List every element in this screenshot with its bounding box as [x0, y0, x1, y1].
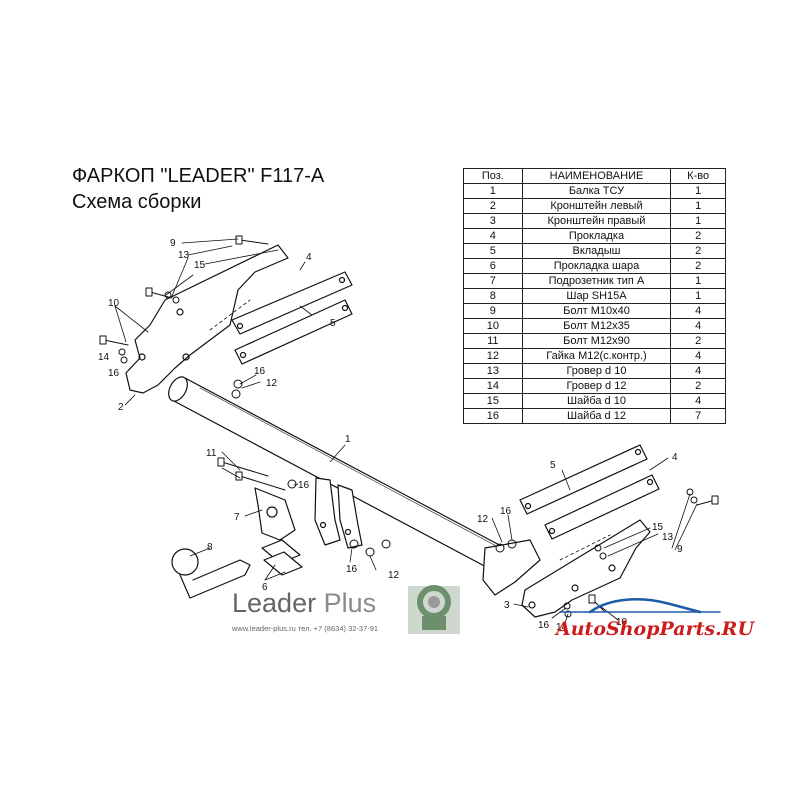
callout-16-socket: 16 [298, 480, 310, 491]
callout-13-right: 13 [662, 532, 674, 543]
leader-plus-logo-icon [408, 585, 460, 634]
cell-name: Кронштейн правый [521, 213, 672, 229]
callout-16-left: 16 [108, 368, 120, 379]
callout-12-right: 12 [477, 514, 489, 525]
callout-4-left: 4 [306, 252, 312, 263]
callout-16-mid: 16 [254, 366, 266, 377]
callout-6: 6 [262, 582, 268, 593]
cell-name: Болт М12х90 [521, 333, 672, 349]
nuts-washers [118, 291, 698, 618]
callout-16-right-bottom: 16 [538, 620, 550, 631]
callout-10-right: 10 [616, 617, 628, 628]
callout-5-left: 5 [330, 318, 336, 329]
plates-left [231, 271, 353, 365]
callout-14-left: 14 [98, 352, 110, 363]
cell-name: Гайка М12(с.контр.) [521, 348, 672, 364]
bolts [99, 235, 719, 613]
plates-right [519, 444, 660, 540]
brand-name-part2: Plus [323, 588, 377, 618]
callout-14-right: 14 [556, 622, 568, 633]
bracket-right [482, 519, 651, 618]
callout-8: 8 [207, 542, 213, 553]
callout-5-right: 5 [550, 460, 556, 471]
cell-name: Шар SH15A [521, 288, 672, 304]
callout-16-right: 16 [500, 506, 512, 517]
callout-1: 1 [345, 434, 351, 445]
socket-bracket [254, 477, 363, 549]
cell-quantity: 4 [670, 363, 726, 379]
bracket-left [125, 244, 289, 394]
callout-10-left: 10 [108, 298, 120, 309]
diagram-title: ФАРКОП "LEADER" F117-A [72, 165, 325, 187]
callout-15-right: 15 [652, 522, 664, 533]
brand-contact: www.leader-plus.ru тел. +7 (8634) 32-37-… [232, 624, 379, 633]
callout-4-right: 4 [672, 452, 678, 463]
brand-logo-text: Leader Plus [232, 588, 376, 619]
callout-11: 11 [206, 448, 217, 459]
col-header-name: НАИМЕНОВАНИЕ [521, 168, 672, 184]
callout-12-bottom: 12 [388, 570, 400, 581]
car-icon [559, 598, 721, 614]
cell-name: Подрозетник тип А [521, 273, 672, 289]
tow-ball [171, 539, 303, 599]
callout-16-bottom: 16 [346, 564, 358, 575]
cell-name: Шайба d 10 [521, 393, 672, 409]
callouts: 9 13 15 10 14 16 2 4 5 16 12 1 11 16 7 8… [98, 238, 683, 633]
callout-7: 7 [234, 512, 240, 523]
callout-12-mid: 12 [266, 378, 278, 389]
cell-position: 16 [463, 408, 523, 424]
leader-lines [114, 238, 698, 627]
diagram-subtitle: Схема сборки [72, 191, 202, 213]
callout-13-left: 13 [178, 250, 190, 261]
callout-15-left: 15 [194, 260, 206, 271]
watermark: AutoShopParts.RU [556, 618, 755, 640]
cell-quantity: 7 [670, 408, 726, 424]
callout-2: 2 [118, 402, 124, 413]
cell-name: Шайба d 12 [521, 408, 672, 424]
callout-9-left: 9 [170, 238, 176, 249]
brand-name-part1: Leader [232, 588, 317, 618]
callout-3: 3 [504, 600, 510, 611]
callout-9-right: 9 [677, 544, 683, 555]
